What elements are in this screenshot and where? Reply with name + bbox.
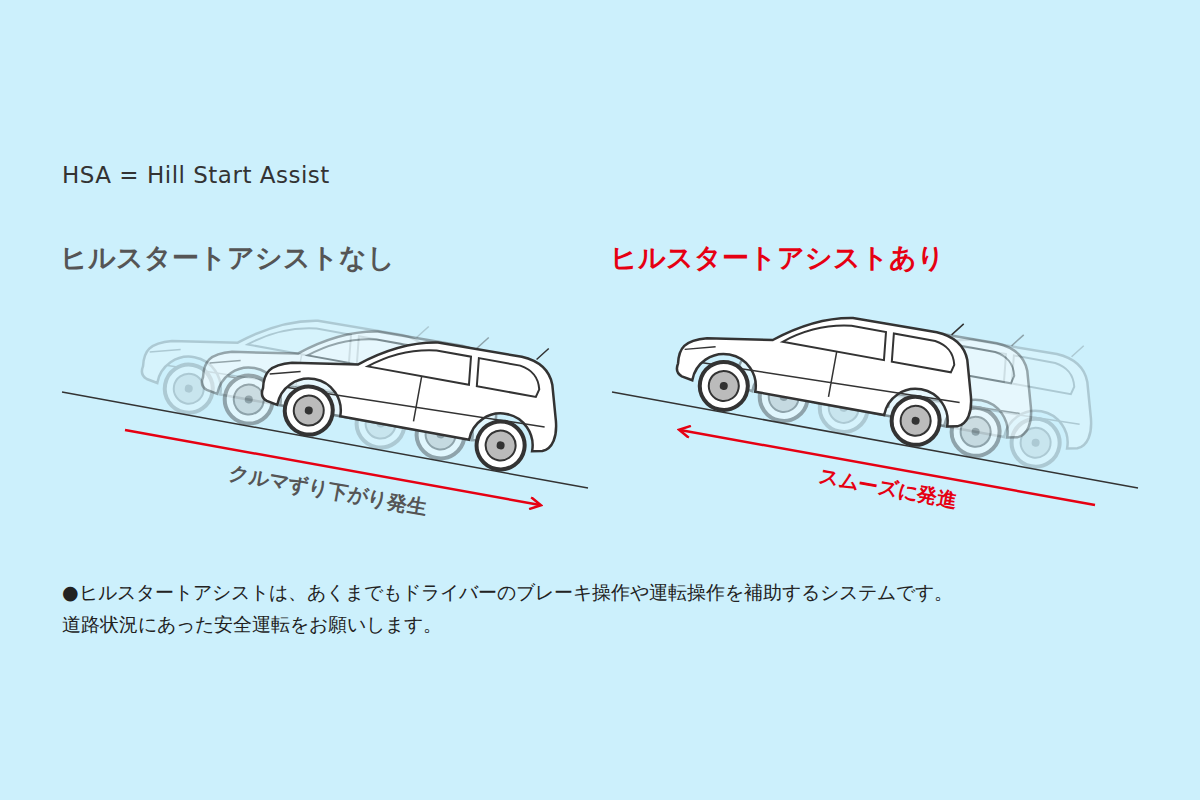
title: HSA = Hill Start Assist <box>62 162 330 188</box>
car <box>671 275 985 454</box>
note: 道路状況にあった安全運転をお願いします。 <box>62 612 442 638</box>
heading: ヒルスタートアシストあり <box>610 240 945 276</box>
heading: ヒルスタートアシストなし <box>60 240 395 276</box>
motion-label: スムーズに発進 <box>817 462 960 514</box>
motion-label: クルマずり下がり発生 <box>227 459 429 521</box>
note: ●ヒルスタートアシストは、あくまでもドライバーのブレーキ操作や運転操作を補助する… <box>62 580 953 606</box>
car <box>256 299 570 478</box>
